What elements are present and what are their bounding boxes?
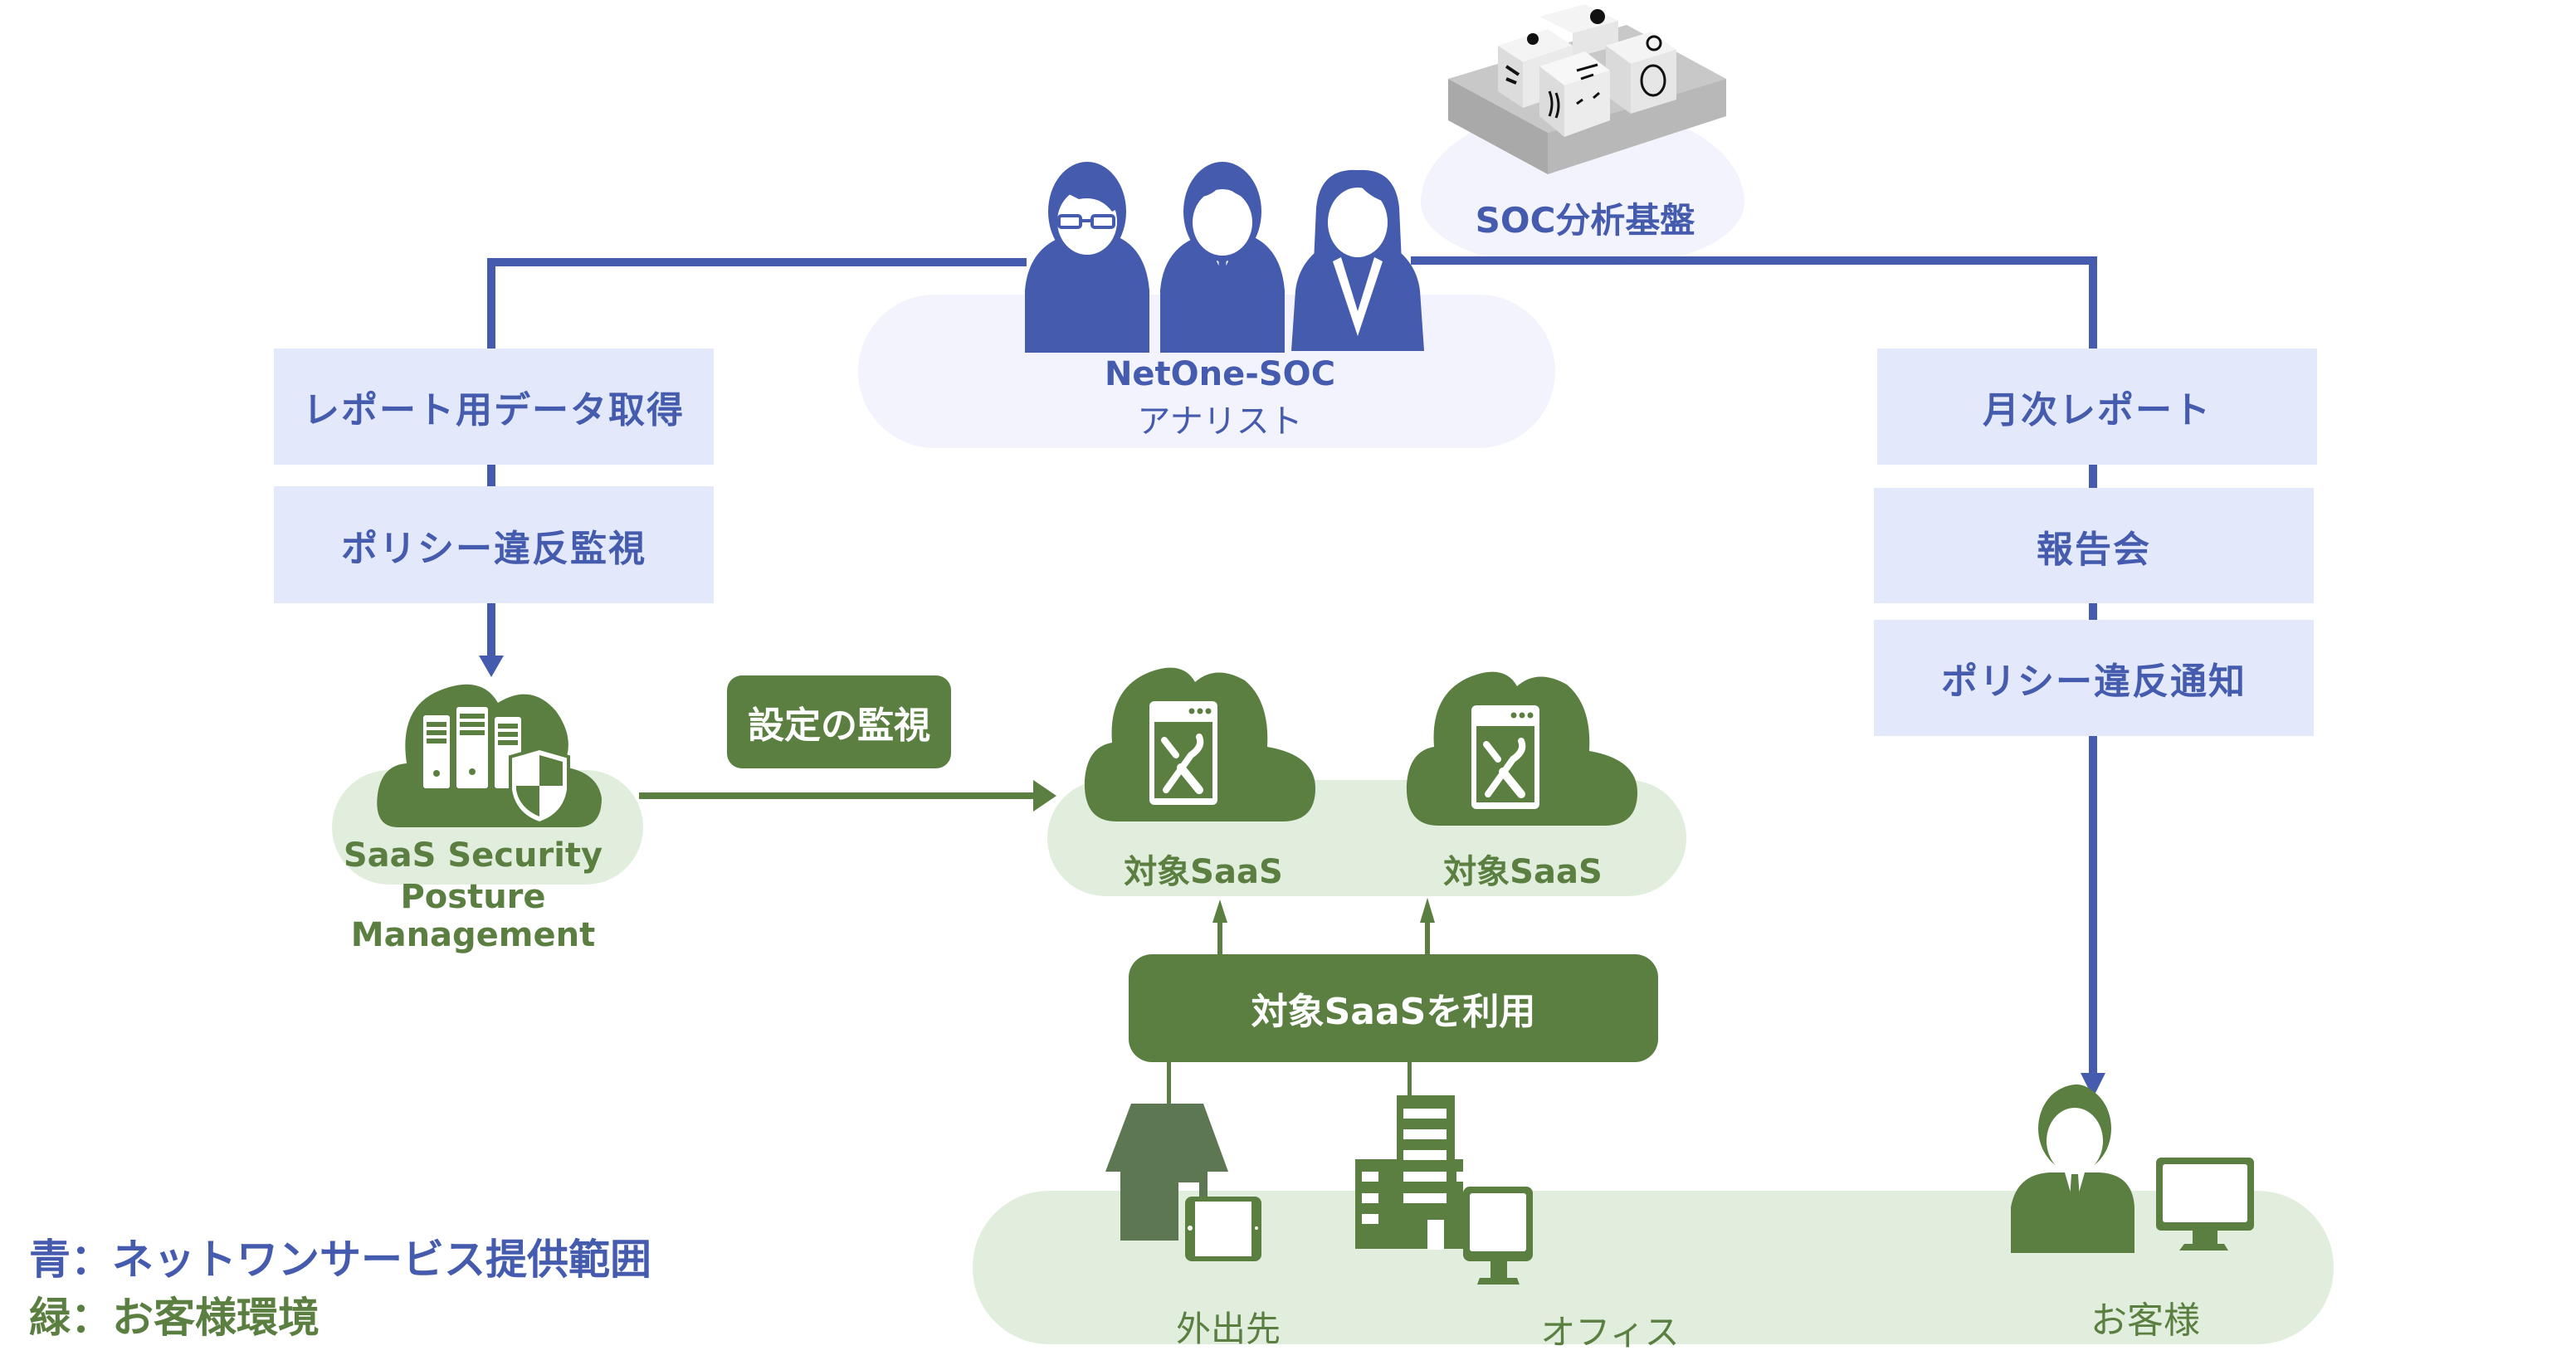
monitoring-arrow-line	[639, 792, 1037, 799]
house-tablet-icon	[1105, 1104, 1261, 1261]
soc-platform-label: SOC分析基盤	[1475, 200, 1695, 241]
location-label-office: オフィス	[1540, 1312, 1680, 1353]
analyst-label-line2: アナリスト	[1137, 402, 1303, 441]
use-arrowhead-right	[1420, 898, 1435, 923]
target-saas-label-1: 対象SaaS	[1124, 853, 1283, 891]
legend-blue: 青：ネットワンサービス提供範囲	[29, 1236, 651, 1284]
step-report-meeting: 報告会	[1874, 488, 2314, 603]
use-arrow-left-line	[1217, 921, 1222, 954]
arrowhead-to-sspm	[479, 656, 504, 677]
arrowhead-to-customer	[2081, 1073, 2105, 1098]
location-label-outside: 外出先	[1175, 1309, 1281, 1349]
connector-right-down	[2089, 256, 2097, 349]
monitoring-arrowhead	[1033, 780, 1056, 812]
customer-monitor-icon	[2011, 1084, 2254, 1253]
house-connector	[1167, 1062, 1171, 1105]
cloud-app-tools-icon	[1084, 667, 1315, 821]
building-monitor-icon	[1355, 1095, 1533, 1285]
connector-right-to-customer	[2089, 736, 2097, 1076]
customer-label: お客様	[2091, 1299, 2200, 1342]
cloud-server-shield-icon	[377, 684, 602, 827]
target-saas-label-2: 対象SaaS	[1443, 853, 1603, 891]
step-report-data-collection: レポート用データ取得	[274, 349, 714, 465]
analyst-tie-icon	[1160, 162, 1285, 353]
sspm-label-line2: Posture Management	[350, 878, 596, 954]
analyst-label-line1: NetOne-SOC	[1104, 355, 1336, 393]
use-arrow-right-line	[1425, 921, 1430, 954]
settings-monitoring-label: 設定の監視	[727, 675, 951, 768]
analyst-female-icon	[1291, 169, 1424, 351]
cloud-app-tools-icon	[1406, 671, 1637, 826]
office-connector	[1408, 1062, 1412, 1097]
connector-right-mid1	[2089, 465, 2097, 488]
step-policy-violation-notification: ポリシー違反通知	[1874, 620, 2314, 736]
connector-top-left	[487, 258, 1027, 266]
connector-left-mid	[487, 465, 495, 486]
sspm-label-line1: SaaS Security	[343, 836, 603, 875]
use-target-saas-label: 対象SaaSを利用	[1129, 954, 1658, 1062]
step-monthly-report: 月次レポート	[1877, 349, 2317, 465]
soc-platform-cubes-icon	[1448, 4, 1726, 174]
connector-left-down	[487, 258, 495, 349]
connector-top-right	[1411, 256, 2097, 265]
connector-right-mid2	[2089, 603, 2097, 620]
step-policy-violation-monitoring: ポリシー違反監視	[274, 486, 714, 603]
legend-green: 緑：お客様環境	[29, 1294, 320, 1342]
use-arrowhead-left	[1212, 899, 1227, 923]
connector-left-to-sspm	[487, 603, 495, 660]
analyst-glasses-icon	[1025, 162, 1149, 353]
